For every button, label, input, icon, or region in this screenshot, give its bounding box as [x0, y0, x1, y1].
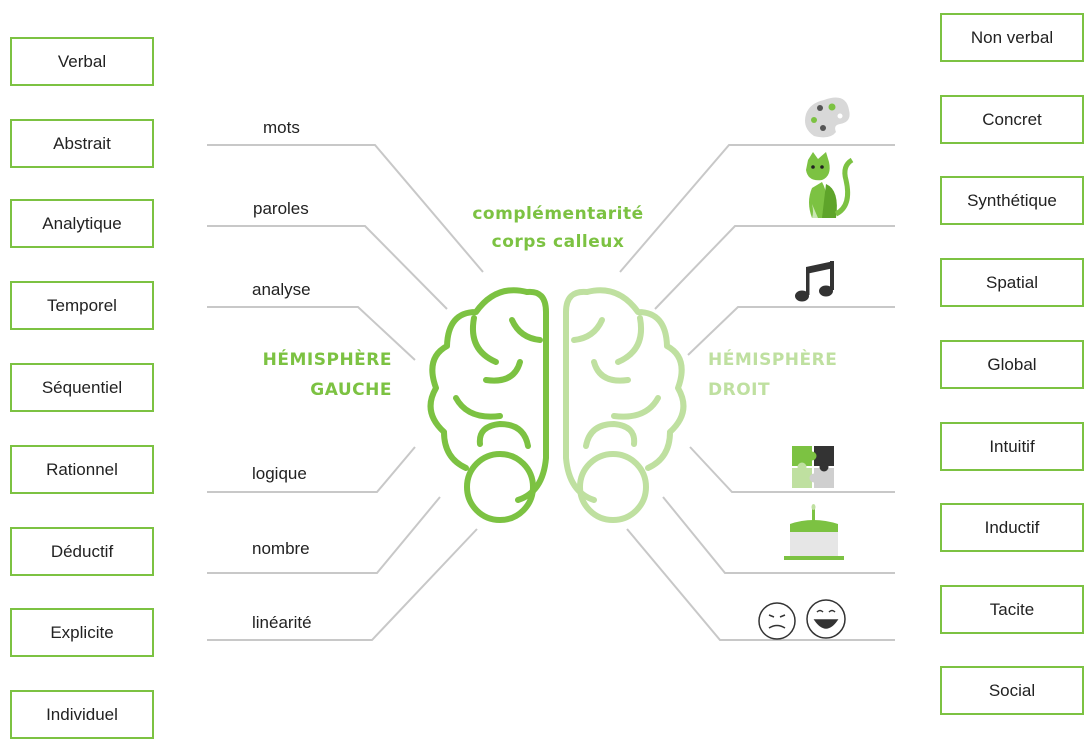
right-hemisphere-line2: DROIT — [708, 380, 771, 400]
center-title-line1: complémentarité — [472, 204, 644, 224]
left-hemisphere-title: HÉMISPHÈRE GAUCHE — [220, 345, 392, 405]
right-hemisphere-title: HÉMISPHÈRE DROIT — [708, 345, 880, 405]
right-box-global: Global — [940, 340, 1084, 389]
right-box-intuitif: Intuitif — [940, 422, 1084, 471]
left-label-paroles: paroles — [253, 199, 309, 218]
left-leader-lines — [207, 144, 484, 641]
left-hemisphere-icon — [427, 287, 549, 523]
left-label-logique: logique — [252, 464, 307, 483]
right-leader-lines — [619, 144, 895, 641]
faces-icon — [758, 599, 846, 640]
left-hemisphere-line1: HÉMISPHÈRE — [262, 350, 392, 370]
cat-icon — [806, 152, 854, 218]
cake-icon — [784, 504, 844, 560]
left-box-sequentiel: Séquentiel — [10, 363, 154, 412]
right-box-tacite: Tacite — [940, 585, 1084, 634]
left-label-analyse: analyse — [252, 280, 311, 299]
left-box-explicite: Explicite — [10, 608, 154, 657]
left-box-individuel: Individuel — [10, 690, 154, 739]
center-title: complémentarité corps calleux — [448, 200, 668, 256]
left-box-abstrait: Abstrait — [10, 119, 154, 168]
left-box-verbal: Verbal — [10, 37, 154, 86]
music-note-icon — [795, 261, 834, 302]
left-box-rationnel: Rationnel — [10, 445, 154, 494]
left-box-analytique: Analytique — [10, 199, 154, 248]
right-box-non-verbal: Non verbal — [940, 13, 1084, 62]
palette-icon — [805, 97, 850, 138]
puzzle-icon — [792, 446, 834, 488]
right-hemisphere-icon — [563, 287, 687, 523]
left-label-nombre: nombre — [252, 539, 310, 558]
right-hemisphere-line1: HÉMISPHÈRE — [708, 350, 838, 370]
left-box-temporel: Temporel — [10, 281, 154, 330]
right-box-inductif: Inductif — [940, 503, 1084, 552]
right-box-concret: Concret — [940, 95, 1084, 144]
left-label-mots: mots — [263, 118, 300, 137]
center-title-line2: corps calleux — [491, 232, 625, 252]
left-hemisphere-line2: GAUCHE — [310, 380, 392, 400]
left-label-linearite: linéarité — [252, 613, 312, 632]
right-box-social: Social — [940, 666, 1084, 715]
right-box-spatial: Spatial — [940, 258, 1084, 307]
left-box-deductif: Déductif — [10, 527, 154, 576]
right-box-synthetique: Synthétique — [940, 176, 1084, 225]
